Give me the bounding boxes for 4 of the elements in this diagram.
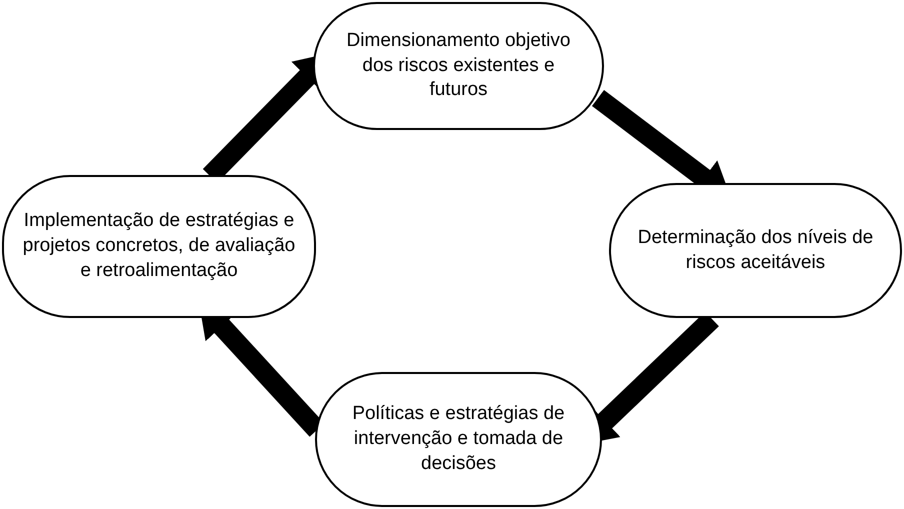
node-text: Implementação de estratégias e projetos concretos, de avaliação e retroalimentação	[22, 209, 296, 283]
node-text: Dimensionamento objetivo dos riscos existentes e futuros	[346, 28, 572, 102]
node-text: Determinação dos níveis de riscos aceitáveis	[636, 226, 874, 274]
node-text: Políticas e estratégias de intervenção e tomada de decisões	[351, 402, 566, 476]
